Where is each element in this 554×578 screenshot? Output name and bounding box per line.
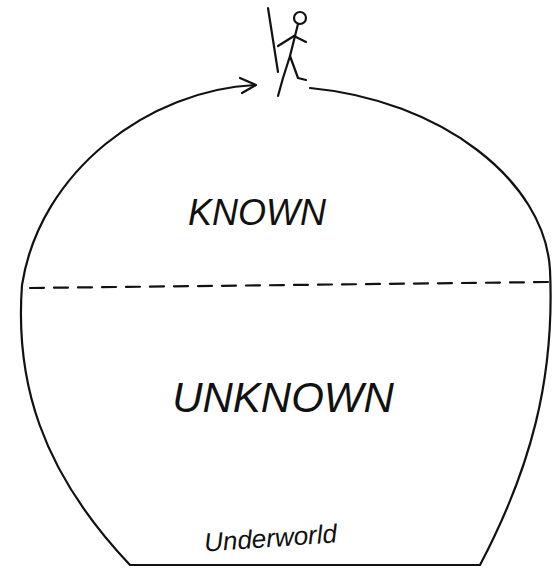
- circle-region: KNOWN UNKNOWN Underworld: [10, 80, 554, 575]
- place-label: Underworld: [203, 519, 338, 557]
- region-label: KNOWN: [188, 193, 326, 233]
- circle-outline: [10, 80, 554, 575]
- circle-outline: [21, 85, 551, 565]
- dashed-divider: [30, 282, 550, 288]
- stick-figure: [268, 8, 306, 96]
- region-label: UNKNOWN: [172, 375, 394, 421]
